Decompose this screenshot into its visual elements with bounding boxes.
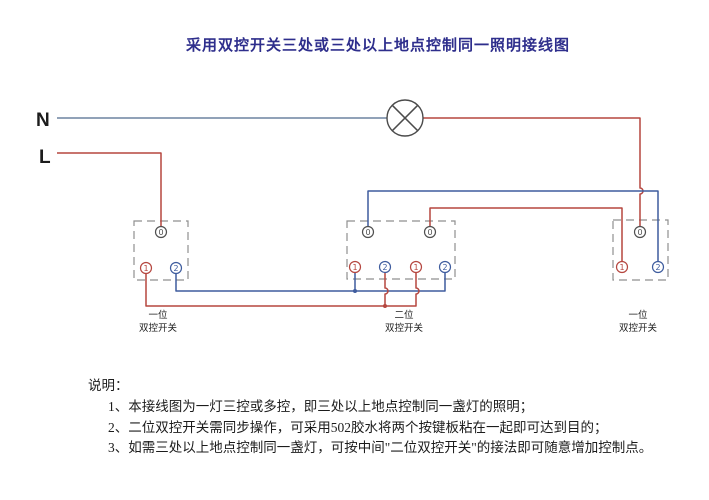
terminal-circle — [615, 260, 629, 274]
notes-heading: 说明： — [88, 378, 129, 393]
terminal-number: 0 — [158, 228, 163, 237]
switch-right-caption-line1: 一位 — [628, 309, 648, 321]
terminal-number: 1 — [619, 263, 624, 272]
terminal-circle — [169, 261, 183, 275]
live-feed-wire — [57, 152, 162, 226]
middle-common-a-to-right-wire — [367, 190, 659, 261]
switch-middle-box — [346, 220, 456, 280]
terminal-number: 0 — [637, 228, 642, 237]
terminal-circle — [361, 225, 375, 239]
terminal-circle — [348, 260, 362, 274]
junction-dot — [383, 304, 387, 308]
terminal-number: 2 — [655, 263, 660, 272]
middle-common-b-to-right-wire — [429, 207, 623, 261]
note-item-3: 3、如需三处以上地点控制同一盏灯，可按中间"二位双控开关"的接法即可随意增加控制… — [108, 439, 652, 455]
live-label: L — [39, 147, 51, 168]
switch-middle-caption-line2: 双控开关 — [385, 322, 424, 334]
red-traveler-wire — [145, 273, 420, 307]
blue-traveler-wire — [175, 273, 446, 292]
terminal-number: 1 — [352, 263, 357, 272]
page-title: 采用双控开关三处或三处以上地点控制同一照明接线图 — [185, 36, 570, 54]
terminal-circle — [378, 260, 392, 274]
switch-middle-caption-line1: 二位 — [394, 309, 414, 321]
terminal-circle — [423, 225, 437, 239]
terminal-number: 2 — [173, 264, 178, 273]
terminal-circle — [139, 261, 153, 275]
note-item-2: 2、二位双控开关需同步操作，可采用502胶水将两个按键板粘在一起即可达到目的； — [108, 419, 608, 436]
terminal-circle — [633, 225, 647, 239]
lamp-to-right-switch-wire — [423, 117, 644, 226]
terminal-number: 2 — [442, 263, 447, 272]
terminal-number: 1 — [413, 263, 418, 272]
lamp-icon — [386, 99, 424, 137]
note-item-1: 1、本接线图为一灯三控或多控，即三处以上地点控制同一盏灯的照明； — [108, 398, 533, 415]
terminal-number: 1 — [143, 264, 148, 273]
terminal-circle — [651, 260, 665, 274]
terminal-number: 0 — [365, 228, 370, 237]
terminal-circle — [409, 260, 423, 274]
terminal-circle — [438, 260, 452, 274]
switch-right-caption-line2: 双控开关 — [619, 322, 658, 334]
junction-dot — [353, 289, 357, 293]
neutral-label: N — [36, 110, 50, 131]
switch-left-caption-line2: 双控开关 — [139, 322, 178, 334]
switch-left-caption-line1: 一位 — [148, 309, 168, 321]
terminal-number: 2 — [382, 263, 387, 272]
terminal-number: 0 — [427, 228, 432, 237]
terminal-circle — [154, 225, 168, 239]
lamp-cross-icon — [391, 104, 419, 132]
